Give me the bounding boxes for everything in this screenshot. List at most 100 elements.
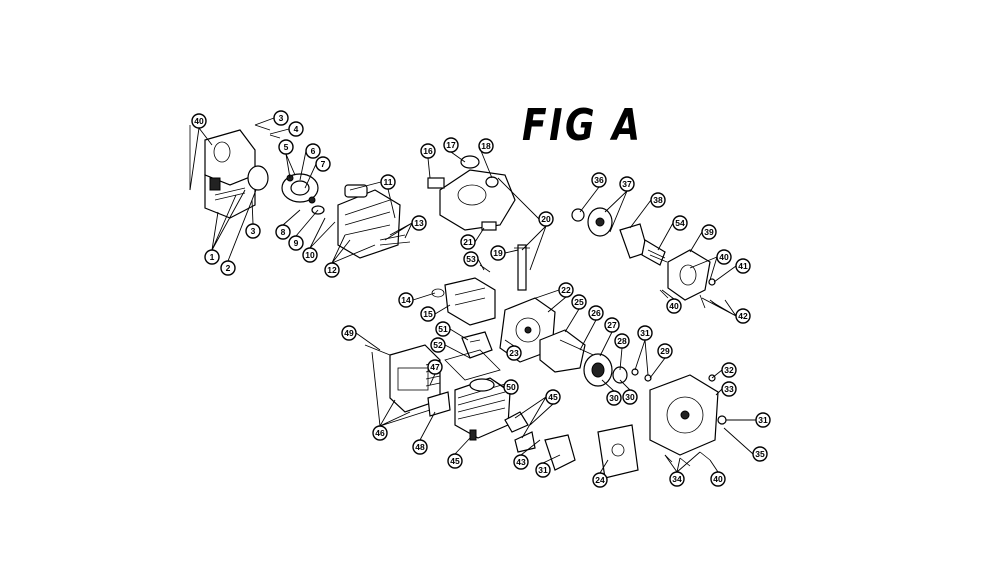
callout-42: 42 [735, 308, 751, 324]
figure-title: FIG A [522, 100, 643, 151]
svg-text:23: 23 [509, 348, 519, 358]
callout-46: 46 [372, 425, 388, 441]
callout-5: 5 [278, 139, 294, 155]
svg-text:3: 3 [251, 226, 256, 236]
svg-text:51: 51 [438, 324, 448, 334]
callout-33: 33 [721, 381, 737, 397]
callout-9: 9 [288, 235, 304, 251]
svg-text:35: 35 [755, 449, 765, 459]
callout-40: 40 [716, 249, 732, 265]
callout-8: 8 [275, 224, 291, 240]
air-filter-housing [189, 125, 269, 219]
callout-3: 3 [273, 110, 289, 126]
callout-13: 13 [411, 215, 427, 231]
callout-16: 16 [420, 143, 436, 159]
svg-text:1: 1 [210, 252, 215, 262]
svg-text:47: 47 [430, 362, 440, 372]
callout-34: 34 [669, 471, 685, 487]
svg-text:18: 18 [481, 141, 491, 151]
svg-text:40: 40 [719, 252, 729, 262]
svg-text:29: 29 [660, 346, 670, 356]
callout-21: 21 [460, 234, 476, 250]
callout-53: 53 [463, 251, 479, 267]
svg-text:24: 24 [595, 475, 605, 485]
callout-15: 15 [420, 306, 436, 322]
svg-text:30: 30 [609, 393, 619, 403]
callout-36: 36 [591, 172, 607, 188]
svg-text:26: 26 [591, 308, 601, 318]
svg-text:39: 39 [704, 227, 714, 237]
callout-26: 26 [588, 305, 604, 321]
callout-6: 6 [305, 143, 321, 159]
svg-text:33: 33 [724, 384, 734, 394]
svg-text:42: 42 [738, 311, 748, 321]
cylinder [454, 377, 511, 441]
svg-text:53: 53 [466, 254, 476, 264]
svg-text:17: 17 [446, 140, 456, 150]
svg-text:38: 38 [653, 195, 663, 205]
callout-41: 41 [735, 258, 751, 274]
svg-text:7: 7 [321, 159, 326, 169]
callout-14: 14 [398, 292, 414, 308]
svg-text:28: 28 [617, 336, 627, 346]
svg-text:19: 19 [493, 248, 503, 258]
callout-23: 23 [506, 345, 522, 361]
svg-text:31: 31 [538, 465, 548, 475]
callout-48: 48 [412, 439, 428, 455]
svg-text:31: 31 [640, 328, 650, 338]
callout-31: 31 [755, 412, 771, 428]
callout-17: 17 [443, 137, 459, 153]
callout-45: 45 [447, 453, 463, 469]
muffler [364, 344, 451, 417]
crankshaft [539, 329, 652, 387]
svg-text:45: 45 [548, 392, 558, 402]
callout-49: 49 [341, 325, 357, 341]
svg-text:25: 25 [574, 297, 584, 307]
callout-45: 45 [545, 389, 561, 405]
svg-text:52: 52 [433, 340, 443, 350]
callout-31: 31 [637, 325, 653, 341]
callout-40: 40 [666, 298, 682, 314]
svg-text:49: 49 [344, 328, 354, 338]
svg-text:8: 8 [281, 227, 286, 237]
callout-28: 28 [614, 333, 630, 349]
callout-22: 22 [558, 282, 574, 298]
svg-text:41: 41 [738, 261, 748, 271]
callout-24: 24 [592, 472, 608, 488]
small-brackets [504, 411, 576, 471]
svg-text:11: 11 [384, 177, 393, 187]
callout-51: 51 [435, 321, 451, 337]
callout-20: 20 [538, 211, 554, 227]
svg-text:27: 27 [607, 320, 617, 330]
svg-text:54: 54 [675, 218, 685, 228]
callout-25: 25 [571, 294, 587, 310]
part-callouts: 40 3 4 5 6 7 11 16 17 18 36 37 38 54 39 … [191, 110, 771, 488]
svg-text:46: 46 [375, 428, 385, 438]
engine-shroud [427, 155, 516, 231]
pull-rod [514, 244, 530, 291]
svg-text:15: 15 [423, 309, 433, 319]
svg-text:13: 13 [414, 218, 424, 228]
svg-text:16: 16 [423, 146, 433, 156]
callout-39: 39 [701, 224, 717, 240]
svg-text:50: 50 [506, 382, 516, 392]
svg-text:12: 12 [327, 265, 337, 275]
svg-text:5: 5 [284, 142, 289, 152]
svg-text:48: 48 [415, 442, 425, 452]
callout-35: 35 [752, 446, 768, 462]
callout-32: 32 [721, 362, 737, 378]
callout-11: 11 [380, 174, 396, 190]
clutch-assembly [571, 207, 719, 309]
gasket [444, 349, 501, 381]
callout-54: 54 [672, 215, 688, 231]
callout-30: 30 [622, 389, 638, 405]
callout-29: 29 [657, 343, 673, 359]
callout-40: 40 [191, 113, 207, 129]
svg-text:21: 21 [463, 237, 473, 247]
callout-1: 1 [204, 249, 220, 265]
svg-text:30: 30 [625, 392, 635, 402]
leader-lines [189, 117, 756, 474]
callout-47: 47 [427, 359, 443, 375]
callout-40: 40 [710, 471, 726, 487]
svg-text:37: 37 [622, 179, 632, 189]
